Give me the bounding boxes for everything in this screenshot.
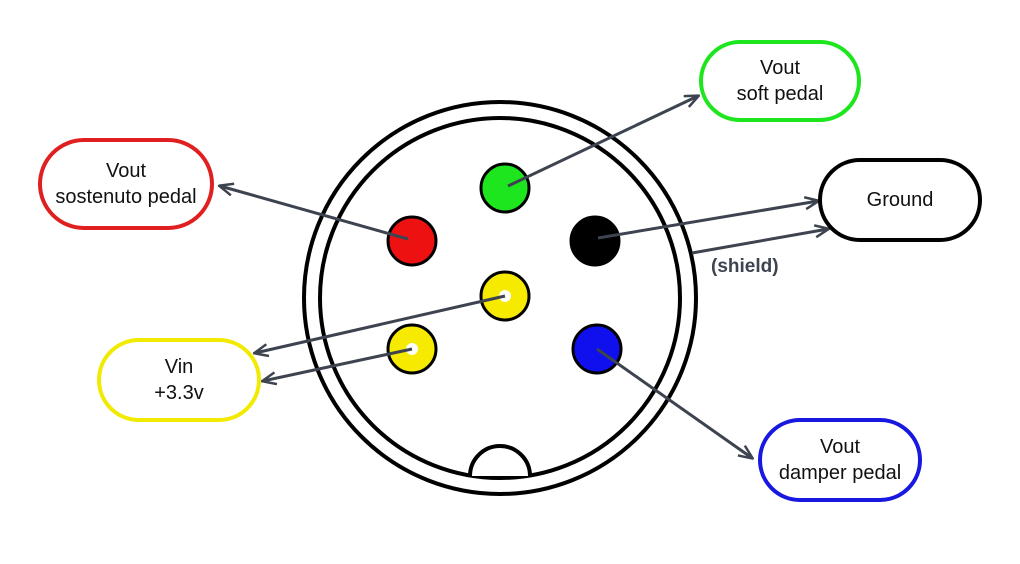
label-vin: Vin +3.3v	[97, 338, 261, 422]
label-sostenuto-line1: Vout	[105, 160, 147, 182]
pin-green	[479, 162, 531, 214]
connector-key-notch	[468, 444, 532, 477]
pin-black	[569, 215, 621, 267]
label-sostenuto-pedal: Vout sostenuto pedal	[38, 138, 214, 230]
arrow-ground	[597, 201, 818, 240]
arrow-shield-ground	[691, 229, 828, 255]
pin-red	[386, 215, 438, 267]
arrow-sostenuto-pedal	[220, 186, 409, 241]
label-soft-pedal: Vout soft pedal	[699, 40, 861, 122]
label-damper-pedal: Vout damper pedal	[758, 418, 922, 502]
label-vin-line2: +3.3v	[154, 382, 204, 404]
arrow-vin-left	[263, 347, 413, 381]
label-vin-line1: Vin	[164, 356, 194, 378]
label-ground: Ground	[818, 158, 982, 242]
label-ground-line1: Ground	[866, 189, 934, 211]
label-damper-line1: Vout	[819, 436, 861, 458]
arrow-soft-pedal	[507, 96, 698, 188]
label-sostenuto-line2: sostenuto pedal	[55, 186, 197, 208]
arrow-vin-center	[255, 294, 506, 353]
label-damper-line2: damper pedal	[778, 462, 902, 484]
shield-label: (shield)	[711, 256, 779, 277]
label-soft-line1: Vout	[759, 57, 801, 79]
label-soft-line2: soft pedal	[736, 83, 824, 105]
arrow-damper-pedal	[596, 347, 752, 458]
